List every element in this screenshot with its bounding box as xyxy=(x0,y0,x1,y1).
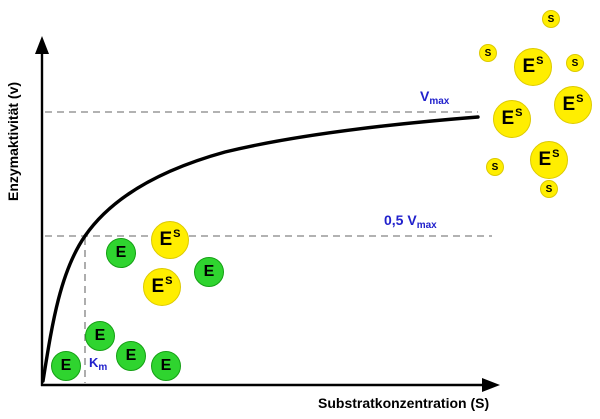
enzyme-circle: E xyxy=(151,351,181,381)
substrate-circle: S xyxy=(566,54,584,72)
substrate-circle: S xyxy=(486,158,504,176)
y-axis-label: Enzymaktivität (v) xyxy=(5,81,21,201)
michaelis-menten-curve xyxy=(41,115,480,383)
x-axis-label: Substratkonzentration (S) xyxy=(318,395,490,411)
y-axis-arrowhead xyxy=(35,36,49,54)
x-axis-arrowhead xyxy=(482,378,500,392)
substrate-circle: S xyxy=(479,44,497,62)
enzyme-circle: E xyxy=(116,341,146,371)
vmax-label: Vmax xyxy=(420,88,450,107)
enzyme-circle: E xyxy=(194,257,224,287)
enzyme-circle: E xyxy=(51,351,81,381)
km-label: Km xyxy=(89,355,108,373)
enzyme-circle: E xyxy=(85,321,115,351)
substrate-circle: S xyxy=(540,180,558,198)
half-vmax-label: 0,5 Vmax xyxy=(384,212,437,231)
enzyme-circle: E xyxy=(106,238,136,268)
substrate-circle: S xyxy=(542,10,560,28)
